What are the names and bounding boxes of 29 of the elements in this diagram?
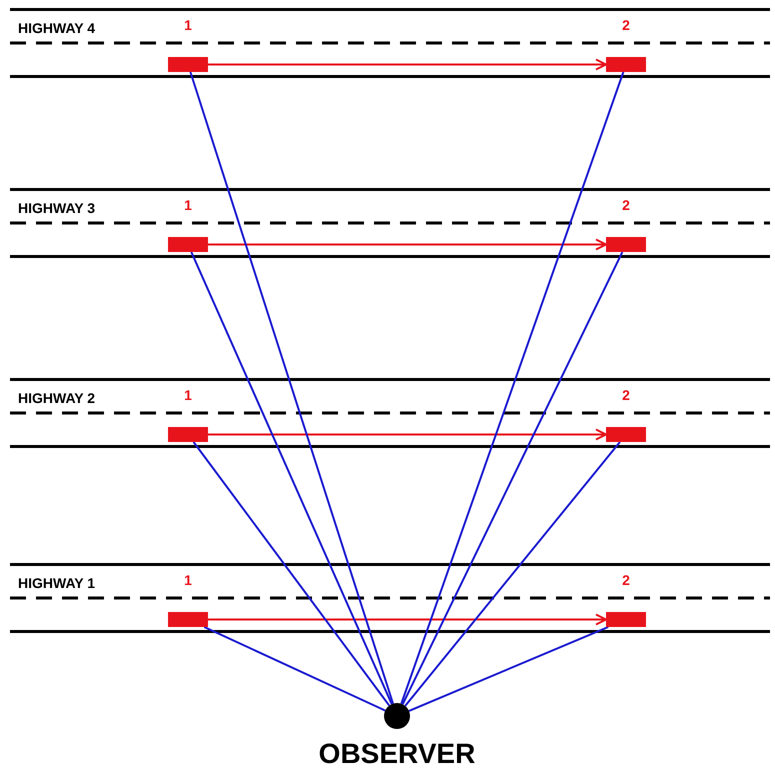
sight-line (404, 441, 621, 707)
arrow (208, 428, 607, 440)
car-number: 1 (184, 17, 192, 33)
arrow (208, 58, 607, 70)
sight-line (189, 72, 394, 704)
sight-line (408, 626, 609, 712)
car-number: 1 (184, 197, 192, 213)
highway-label: HIGHWAY 2 (18, 390, 96, 406)
sight-line (192, 441, 390, 706)
car-number: 2 (622, 572, 630, 588)
car-number: 2 (622, 197, 630, 213)
highway-label: HIGHWAY 4 (18, 20, 96, 36)
road-band (10, 188, 770, 258)
road-band (10, 8, 770, 78)
sight-line (204, 626, 386, 712)
arrow (208, 614, 607, 626)
car-number: 2 (622, 17, 630, 33)
arrow (208, 238, 607, 250)
highway-label: HIGHWAY 3 (18, 200, 96, 216)
observer-label: OBSERVER (318, 739, 476, 769)
sight-line (402, 252, 624, 705)
car-number: 2 (622, 387, 630, 403)
sight-line (190, 252, 393, 705)
road-band (10, 378, 770, 448)
road-band (10, 563, 770, 633)
highway-label: HIGHWAY 1 (18, 575, 96, 591)
car-number: 1 (184, 572, 192, 588)
sight-line (400, 72, 624, 704)
car-number: 1 (184, 387, 192, 403)
